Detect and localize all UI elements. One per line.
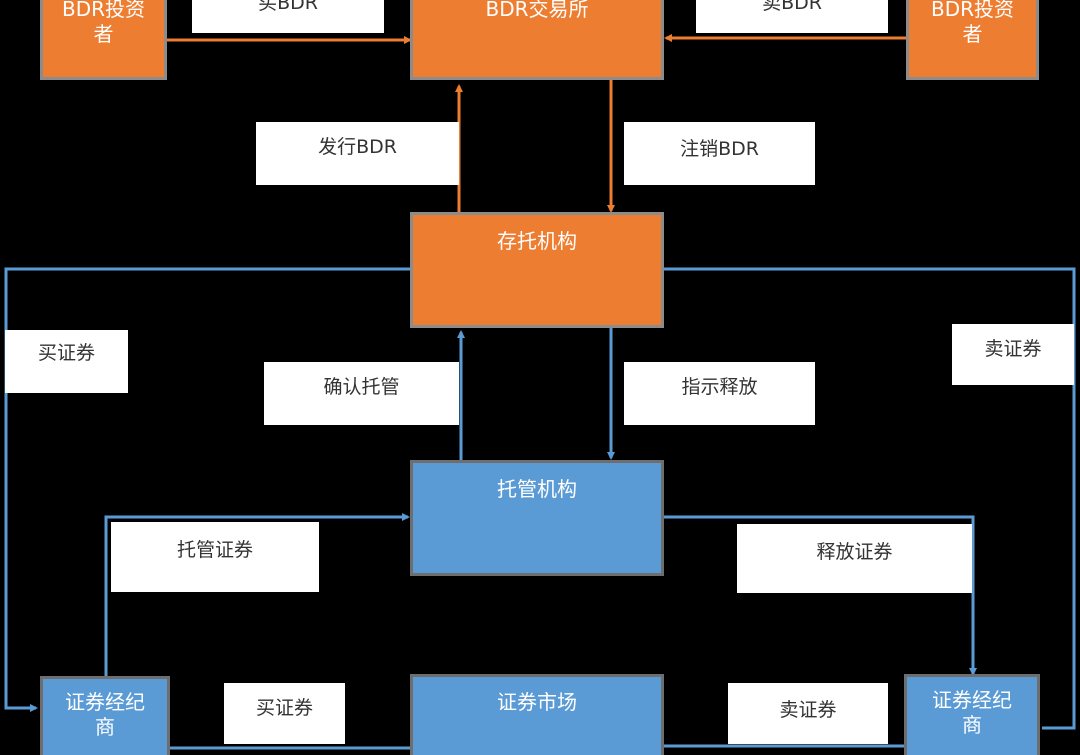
custodian-label: 托管机构	[497, 477, 577, 501]
sell-securities-instruction-line	[664, 267, 1076, 730]
issue-bdr-label: 发行BDR	[256, 122, 459, 185]
bdr-investor-left-label: BDR投资 者	[61, 0, 146, 46]
sell-securities-bottom-label: 卖证券	[728, 683, 888, 744]
instruct-release-label: 指示释放	[624, 362, 815, 425]
cancel-bdr-label: 注销BDR	[624, 122, 815, 185]
custodian-box: 托管机构	[410, 460, 664, 576]
securities-market-label: 证券市场	[497, 690, 577, 714]
sell-securities-right-label: 卖证券	[952, 324, 1074, 385]
buy-securities-left-label: 买证券	[5, 330, 128, 393]
broker-left-box: 证券经纪 商	[40, 676, 170, 755]
sell-bdr-label: 卖BDR	[696, 0, 888, 33]
bdr-investor-left-box: BDR投资 者	[40, 0, 167, 80]
broker-right-box: 证券经纪 商	[904, 674, 1040, 755]
broker-right-label: 证券经纪 商	[932, 688, 1012, 737]
release-securities-line	[664, 515, 977, 676]
bdr-investor-right-box: BDR投资 者	[906, 0, 1039, 80]
custody-securities-line	[104, 513, 410, 680]
securities-market-box: 证券市场	[410, 674, 664, 755]
depositary-box: 存托机构	[410, 212, 664, 328]
buy-securities-bottom-label: 买证券	[224, 683, 345, 744]
confirm-custody-label: 确认托管	[264, 362, 459, 425]
buy-bdr-label: 买BDR	[192, 0, 384, 33]
buy-securities-instruction-line	[4, 267, 412, 712]
depositary-label: 存托机构	[497, 229, 577, 253]
custody-securities-label: 托管证券	[111, 522, 319, 592]
release-securities-label: 释放证券	[737, 524, 972, 593]
bdr-exchange-box: BDR交易所	[410, 0, 664, 80]
bdr-investor-right-label: BDR投资 者	[930, 0, 1015, 46]
bdr-exchange-label: BDR交易所	[485, 0, 589, 21]
broker-left-label: 证券经纪 商	[65, 690, 145, 739]
